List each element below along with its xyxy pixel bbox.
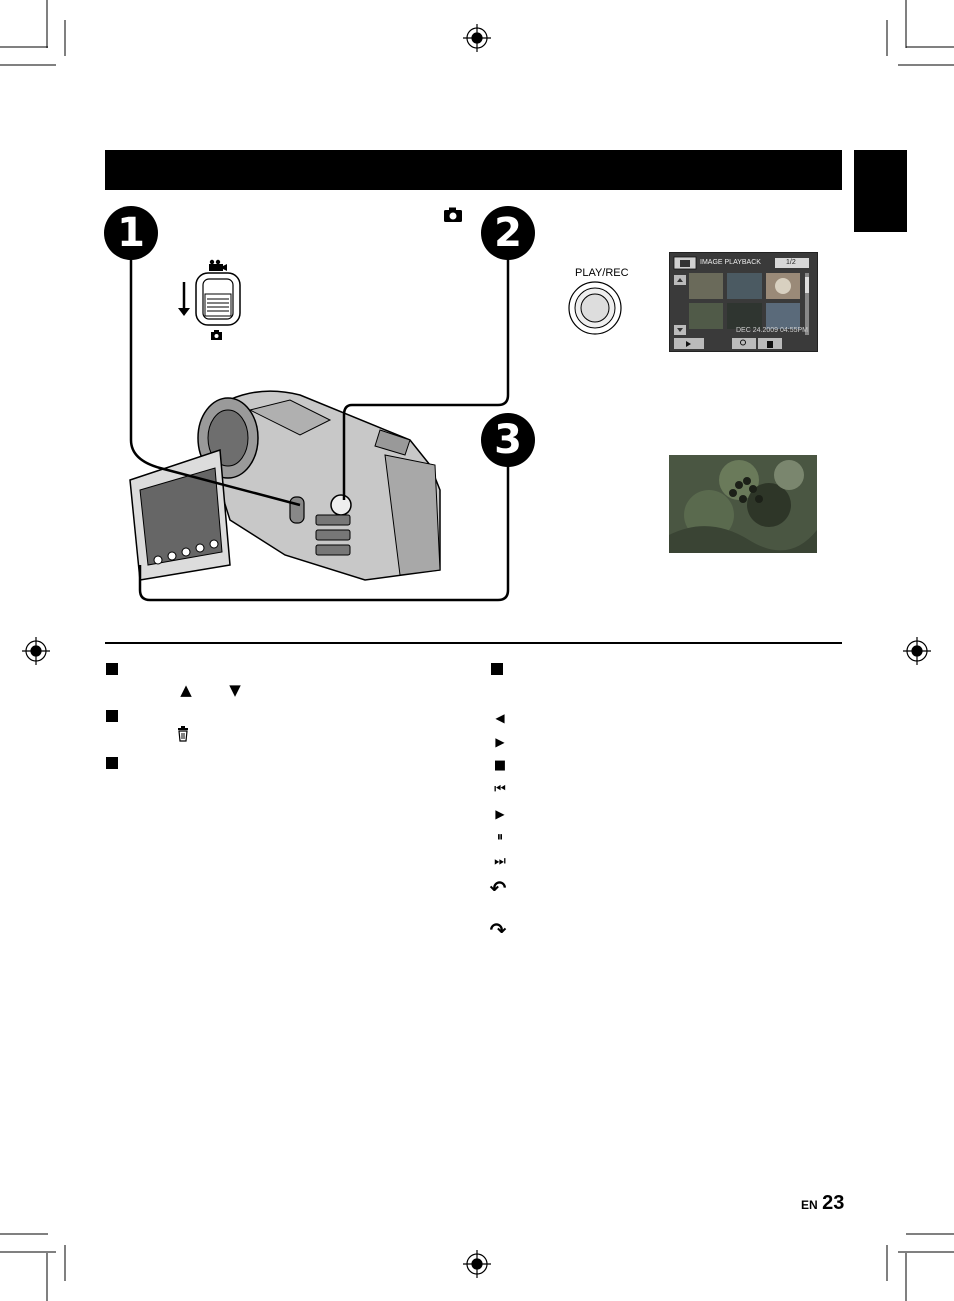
language-side-tab [854,150,907,232]
triangle-down-icon: ▼ [229,681,241,699]
skip-forward-icon: ⏭ [494,854,506,869]
registration-mark-bottom [463,1250,491,1278]
language-code: EN [801,1198,818,1212]
step-1-badge: 1 [104,206,158,260]
camcorder-illustration [129,390,441,581]
play-icon: ▶ [495,807,505,821]
playback-screen-counter: 1/2 [786,259,796,266]
section-divider [105,642,842,644]
play-rec-label: PLAY/REC [575,267,629,279]
movie-icon [209,259,227,271]
playback-screen-title: IMAGE PLAYBACK [700,259,761,266]
camera-small-icon [211,330,222,340]
registration-mark-left [22,637,50,665]
skip-back-icon: ⏮ [494,782,506,797]
forward-icon: ▶ [495,735,505,749]
trash-icon [178,726,188,742]
camera-icon [444,207,462,222]
bullet-square [106,663,118,675]
section-header-bar [105,150,842,190]
step-3-badge: 3 [481,413,535,467]
mode-switch-illustration [178,259,241,340]
rewind-icon: ◀ [495,711,505,725]
bullet-square [106,757,118,769]
stop-icon: ■ [493,758,507,773]
registration-mark-top [463,24,491,52]
playback-screen-date: DEC 24.2009 04:55PM [736,327,808,334]
registration-mark-right [903,637,931,665]
bullet-square [106,710,118,722]
image-playback-screen: IMAGE PLAYBACK 1/2 DEC 24.2009 04:55PM [669,252,818,352]
photo-playback-preview [669,455,817,553]
back-arrow-icon: ↶ [489,876,507,900]
step-connector-lines [129,256,510,602]
page-number-value: 23 [822,1192,845,1214]
step-2-badge: 2 [481,206,535,260]
pause-icon: ⏸ [496,830,504,845]
play-rec-button [568,281,622,335]
forward-arrow-icon: ↷ [489,918,507,942]
triangle-up-icon: ▲ [180,681,192,699]
page-number: EN 23 [801,1192,844,1215]
bullet-square [491,663,503,675]
